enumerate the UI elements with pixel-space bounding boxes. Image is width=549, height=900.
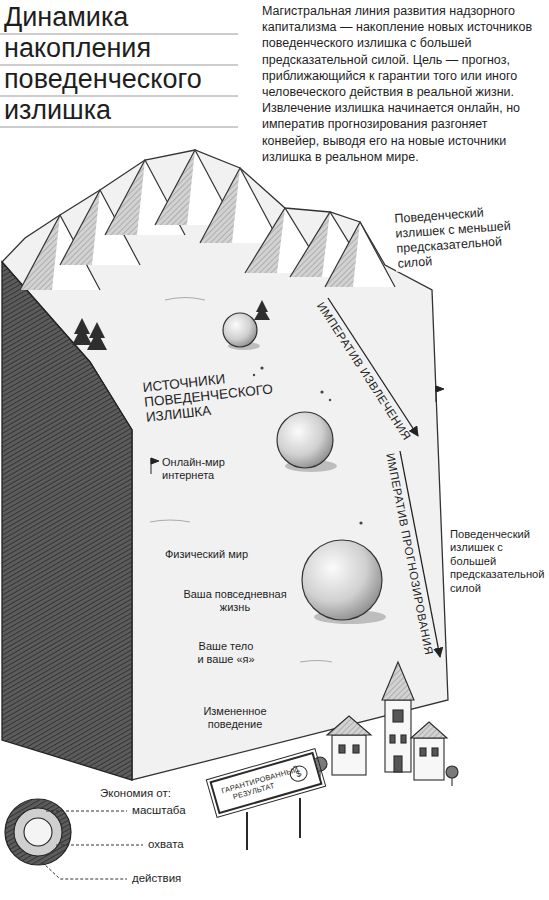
economies-rings-part — [24, 818, 52, 846]
town-part — [353, 745, 359, 753]
town-part — [327, 716, 371, 735]
mountains-part — [200, 168, 280, 243]
sign-text: ГАРАНТИРОВАННЫЙ РЕЗУЛЬТАТ — [220, 770, 285, 804]
slope-streaks-part — [150, 520, 190, 522]
layer-label: Онлайн-мир интернета — [162, 456, 257, 482]
town-part — [385, 700, 411, 772]
economies-item: охвата — [148, 838, 184, 852]
economies-item: масштаба — [132, 804, 186, 818]
boulders-part — [223, 313, 257, 347]
title-rules-part — [0, 127, 238, 128]
diagram-title: Динамика накопления поведенческого излиш… — [4, 2, 238, 126]
leader-lines-part — [46, 811, 127, 812]
trees-part — [72, 326, 92, 345]
leader-lines — [42, 811, 143, 879]
economies-heading: Экономия от: — [100, 787, 171, 801]
leader-lines-part — [42, 862, 127, 879]
layer-label: Ваше тело и ваше «я» — [195, 640, 257, 666]
cliff-face — [2, 262, 132, 780]
marker-flags-part — [436, 386, 444, 392]
trees-part — [87, 331, 107, 350]
town-part — [411, 722, 447, 738]
town-part — [339, 745, 345, 753]
imperative-arrows-part — [328, 298, 418, 436]
town-part — [382, 662, 414, 700]
town — [313, 662, 458, 786]
boulders-part — [359, 521, 362, 524]
town-part — [332, 735, 366, 775]
billboard-sign: ГАРАНТИРОВАННЫЙ РЕЗУЛЬТАТ$ — [209, 752, 322, 814]
boulders-part — [277, 412, 333, 468]
town-part — [394, 756, 402, 772]
boulders-part — [302, 540, 382, 620]
mountains — [20, 150, 395, 290]
mountains-part — [325, 222, 395, 287]
economies-rings-part — [14, 808, 62, 856]
layer-label: Ваша повседневная жизнь — [180, 588, 290, 614]
mountains-part — [325, 222, 395, 287]
slope-streaks-part — [165, 298, 205, 301]
layer-label: Физический мир — [165, 548, 285, 561]
slope-streaks-part — [300, 661, 332, 663]
slope-surface — [2, 150, 448, 780]
marker-flags-part — [151, 458, 159, 464]
surplus-label: Поведенческий излишек с меньшей предсказ… — [392, 203, 525, 272]
surplus-label: Поведенческий излишек с большей предсказ… — [448, 528, 545, 595]
dollar-coin: $ — [288, 763, 310, 783]
leader-lines-part — [56, 845, 143, 846]
boulders-part — [329, 399, 331, 401]
town-part — [420, 748, 426, 756]
economies-item: действия — [132, 872, 181, 886]
town-part — [432, 748, 438, 756]
caption-text: Магистральная линия развития надзорного … — [262, 3, 545, 165]
trees — [72, 300, 270, 350]
town-part — [451, 778, 452, 786]
town-part — [446, 766, 458, 778]
billboard-posts — [247, 798, 300, 850]
slope-streaks — [150, 298, 332, 663]
boulders-part — [320, 390, 323, 393]
boulders-part — [253, 374, 255, 376]
town-part — [390, 735, 395, 743]
boulders-part — [260, 366, 263, 369]
town-part — [393, 710, 403, 722]
trees-part — [254, 306, 270, 320]
mountains-part — [200, 168, 280, 243]
layer-label: Измененное поведение — [195, 705, 275, 731]
billboard-posts-part — [299, 798, 301, 838]
town-part — [414, 738, 444, 780]
billboard-posts-part — [246, 812, 248, 850]
economies-rings — [5, 799, 71, 865]
town-part — [401, 735, 406, 743]
economies-rings-part — [5, 799, 71, 865]
